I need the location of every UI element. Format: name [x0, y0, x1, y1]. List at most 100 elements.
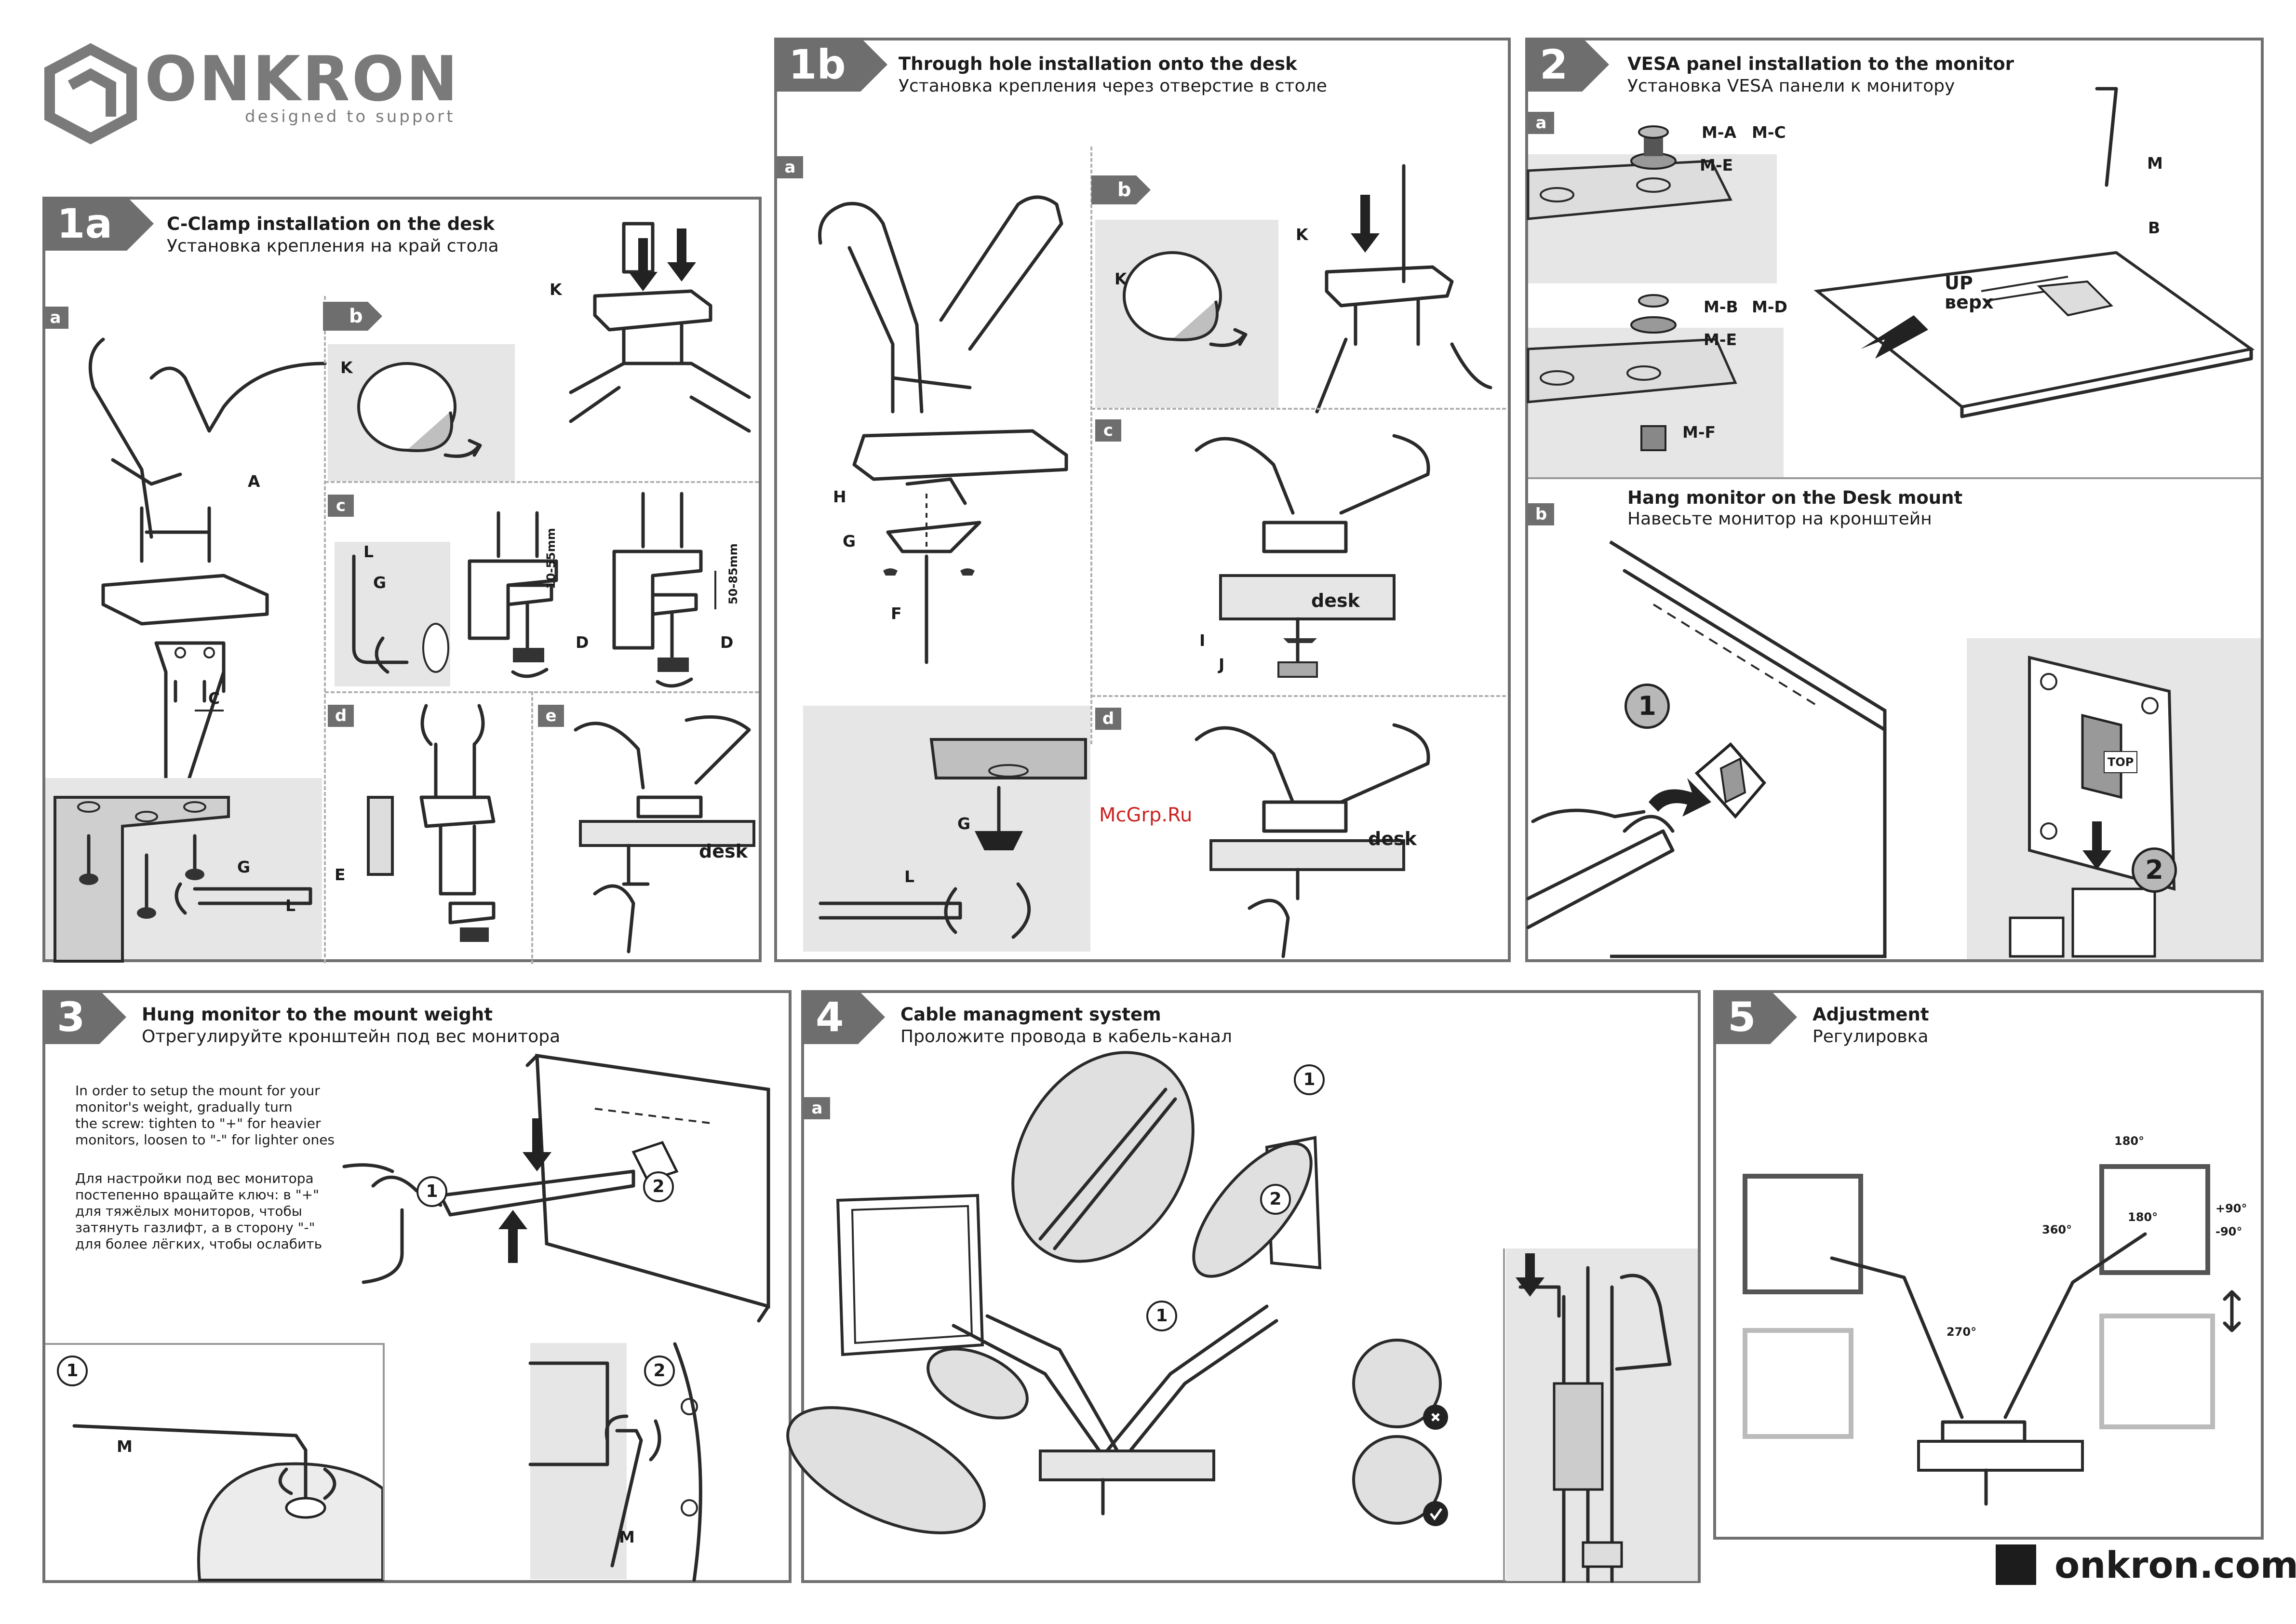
section-1a-title-ru: Установка крепления на край стола [167, 236, 499, 256]
step-1b-d: d [1095, 708, 1121, 730]
watermark: McGrp.Ru [1099, 804, 1193, 826]
label-M2: M [619, 1528, 635, 1546]
up-label-en: UP [1945, 272, 1973, 294]
step-1a-b: b [323, 302, 382, 331]
section-1b-number: 1b [774, 38, 887, 92]
brand-name: ONKRON [145, 43, 460, 115]
section-1b-title-ru: Установка крепления через отверстие в ст… [899, 76, 1327, 96]
angle-360: 360° [2042, 1223, 2072, 1236]
weight-adjust-drawing [342, 1053, 770, 1323]
clamp-large-drawing [612, 492, 716, 688]
angle-minus-90: -90° [2215, 1225, 2242, 1238]
desk-label: desk [1311, 590, 1360, 611]
label-K2: K [550, 280, 562, 299]
desk-label-2: desk [1368, 828, 1417, 849]
top-label: TOP [2104, 751, 2138, 773]
label-L2: L [363, 542, 374, 561]
label-M-E: M-E [1700, 156, 1733, 174]
cap-K-drawing [357, 362, 482, 458]
up-label-ru: верх [1945, 292, 1994, 313]
brand-tagline: designed to support [245, 107, 456, 126]
label-G: G [843, 532, 856, 550]
label-H: H [833, 487, 846, 506]
vesa-screws-drawing [1527, 125, 1737, 451]
monitor-back-drawing [1813, 87, 2255, 418]
section-1a-title-en: C-Clamp installation on the desk [167, 214, 495, 234]
section-1b-title-en: Through hole installation onto the desk [899, 54, 1297, 74]
weight-step-2: 2 [643, 1171, 674, 1202]
angle-plus-90: +90° [2215, 1202, 2247, 1215]
cable-channel-drawing [1516, 1253, 1672, 1583]
cable-management-drawing [786, 1051, 1448, 1534]
step-1b-b: b [1091, 175, 1151, 204]
footer-square-icon [1996, 1544, 2036, 1585]
label-M-F: M-F [1682, 423, 1716, 442]
section-4-title-ru: Проложите провода в кабель-канал [900, 1027, 1232, 1047]
hex-key-M-left-drawing [72, 1424, 384, 1582]
step-1b-c: c [1095, 419, 1121, 442]
label-F: F [891, 604, 902, 623]
angle-180-top: 180° [2114, 1134, 2145, 1148]
label-L: L [904, 867, 915, 886]
label-G2: G [373, 573, 387, 592]
section-3-panel: 3 Hung monitor to the mount weight Отрег… [42, 990, 792, 1583]
label-M-E-2: M-E [1704, 330, 1737, 349]
hex-step-2: 2 [644, 1356, 675, 1386]
arm-base-drawing [88, 337, 327, 852]
section-1b-panel: 1b Through hole installation onto the de… [774, 38, 1511, 962]
label-G: G [237, 858, 251, 876]
section-1a-number: 1a [42, 197, 154, 251]
angle-270: 270° [1947, 1325, 1977, 1339]
section-4-number: 4 [801, 990, 886, 1044]
label-A: A [248, 472, 260, 491]
base-top-drawing [569, 222, 751, 433]
through-hole-drawing [818, 195, 1068, 664]
label-B: B [2148, 218, 2161, 237]
adjustment-drawing [1743, 1164, 2241, 1506]
label-G2: G [957, 814, 971, 833]
label-D2: D [720, 633, 734, 652]
onkron-logo-icon [44, 43, 137, 145]
step-1a-a: a [42, 307, 68, 329]
through-hole-d-drawing [1195, 723, 1430, 958]
label-K2: K [1296, 225, 1308, 244]
cable-cover-drawing [367, 704, 496, 942]
section-2-title-en: VESA panel installation to the monitor [1627, 54, 2014, 74]
mounted-arm-drawing [574, 715, 755, 953]
step-circle-2: 2 [2132, 847, 2177, 893]
clamp-detail-drawing [54, 796, 312, 963]
cable-step-2: 2 [1260, 1184, 1291, 1215]
step-1a-d: d [328, 705, 354, 727]
weight-text-ru: Для настройки под вес монитора постепенн… [75, 1170, 322, 1252]
hex-key-M-right-drawing [528, 1342, 702, 1582]
section-5-title-ru: Регулировка [1813, 1027, 1929, 1047]
step-2-b: b [1528, 503, 1554, 525]
cable-step-1b: 1 [1146, 1301, 1177, 1331]
label-M: M [117, 1437, 133, 1456]
label-M-B: M-B [1704, 297, 1738, 316]
cable-step-1: 1 [1294, 1064, 1325, 1095]
through-hole-top-drawing [1315, 164, 1492, 414]
label-K: K [1114, 269, 1127, 288]
section-2-panel: 2 VESA panel installation to the monitor… [1525, 38, 2264, 962]
label-M-C: M-C [1752, 123, 1786, 142]
hang-monitor-drawing [1526, 540, 1887, 958]
label-E: E [335, 865, 346, 884]
hex-step-1: 1 [57, 1356, 88, 1386]
section-2-number: 2 [1525, 38, 1610, 92]
section-5-title-en: Adjustment [1813, 1004, 1929, 1025]
section-2-title-ru: Установка VESA панели к монитору [1627, 76, 1955, 96]
dim-10-55: 10-55mm [544, 528, 558, 589]
label-M-D: M-D [1752, 297, 1787, 316]
website[interactable]: onkron.com [2054, 1543, 2296, 1586]
screw-G-drawing [819, 738, 1087, 939]
section-5-number: 5 [1713, 990, 1798, 1044]
label-L: L [285, 896, 296, 915]
desk-label: desk [699, 841, 748, 862]
section-3-title-ru: Отрегулируйте кронштейн под вес монитора [142, 1027, 561, 1047]
hang-title-ru: Навесьте монитор на кронштейн [1627, 509, 1932, 529]
clamp-small-drawing [468, 511, 558, 678]
step-1a-e: e [538, 705, 564, 727]
hang-title-en: Hang monitor on the Desk mount [1627, 487, 1963, 508]
through-hole-c-drawing [1195, 434, 1430, 678]
